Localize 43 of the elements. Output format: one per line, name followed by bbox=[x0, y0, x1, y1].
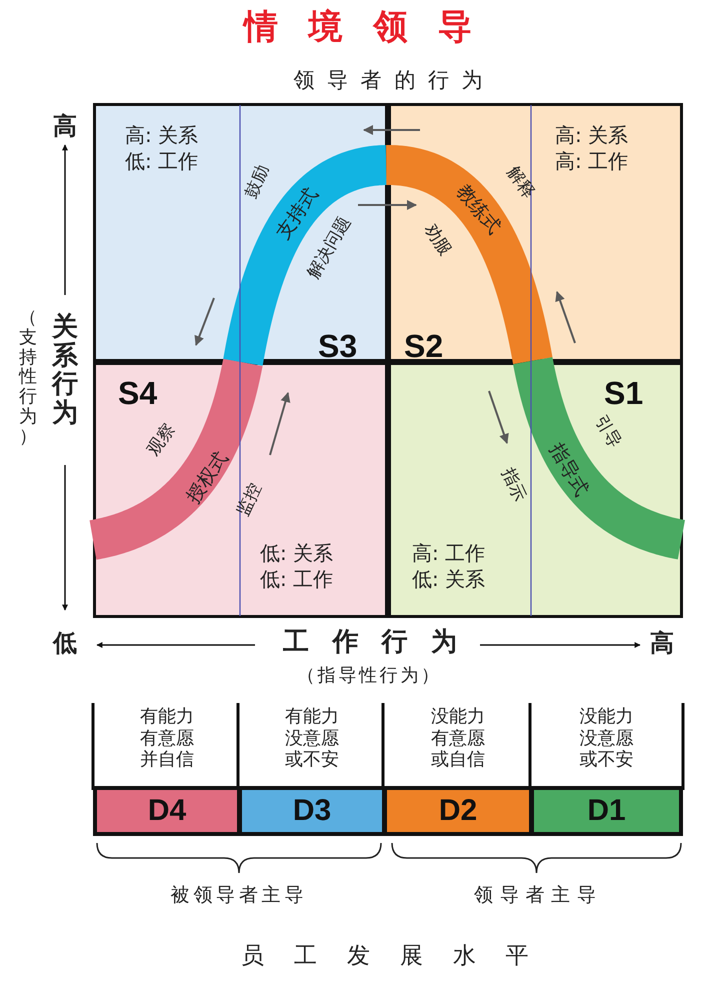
behavior-level-text: 高: 关系低: 工作 bbox=[125, 122, 200, 174]
readiness-text: 没能力有意愿或自信 bbox=[430, 706, 486, 771]
behavior-level-text: 低: 关系低: 工作 bbox=[260, 540, 334, 592]
style-code: S1 bbox=[604, 375, 644, 412]
readiness-text: 没能力没意愿或不安 bbox=[578, 706, 634, 771]
readiness-text: 有能力有意愿并自信 bbox=[139, 706, 195, 771]
arrow bbox=[358, 200, 417, 210]
behavior-level-text: 高: 关系高: 工作 bbox=[555, 122, 630, 174]
axis-title: 关系行为 bbox=[52, 313, 78, 428]
axis-tick-label: 高 bbox=[53, 113, 77, 141]
level-box: D3 bbox=[238, 786, 386, 836]
group-label: 被领导者主导 bbox=[170, 885, 308, 907]
axis-subtitle: （支持性行为） bbox=[19, 308, 37, 447]
curve-label: 鼓励 bbox=[242, 162, 274, 202]
axis-tick-label: 低 bbox=[53, 630, 77, 658]
axis-tick-label: 高 bbox=[650, 630, 674, 658]
curve-label: 解释 bbox=[502, 163, 538, 203]
title: 情境领导 bbox=[242, 8, 502, 48]
axis-title: 员工发展水平 bbox=[240, 943, 559, 970]
style-code: S4 bbox=[118, 375, 158, 412]
level-box: D4 bbox=[93, 786, 241, 836]
arrow bbox=[194, 298, 215, 346]
curve-label: 引导 bbox=[590, 412, 624, 452]
curve-label: 指示 bbox=[496, 465, 530, 505]
curve-label: 支持式 bbox=[272, 184, 323, 244]
readiness-text: 有能力没意愿或不安 bbox=[284, 706, 340, 771]
curve-label: 劝服 bbox=[420, 220, 454, 260]
behavior-level-text: 高: 工作低: 关系 bbox=[412, 540, 486, 592]
subtitle: 领导者的行为 bbox=[292, 68, 496, 92]
group-label: 领导者主导 bbox=[473, 885, 602, 907]
curve-label: 监控 bbox=[234, 480, 266, 520]
curve-label: 指导式 bbox=[544, 440, 592, 500]
curve-label: 教练式 bbox=[452, 181, 505, 238]
curve-label: 观察 bbox=[144, 420, 180, 460]
curve-label: 授权式 bbox=[182, 448, 234, 508]
arrow bbox=[269, 392, 290, 456]
style-code: S3 bbox=[318, 328, 358, 365]
arrow bbox=[363, 125, 420, 135]
level-box: D1 bbox=[530, 786, 683, 836]
style-code: S2 bbox=[404, 328, 444, 365]
level-box: D2 bbox=[383, 786, 533, 836]
axis-subtitle: （指导性行为） bbox=[296, 666, 442, 687]
axis-title: 工作行为 bbox=[282, 628, 480, 658]
